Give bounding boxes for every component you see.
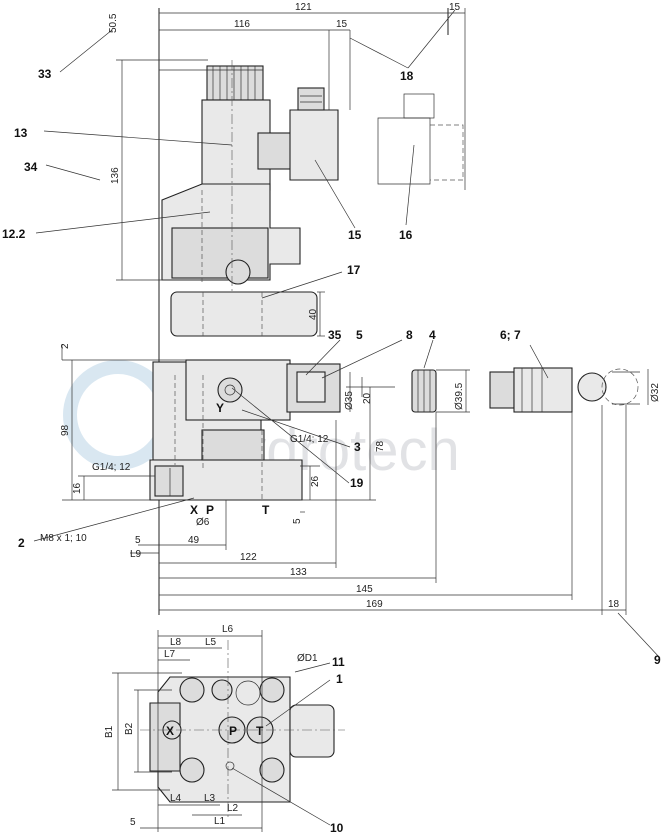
solenoid-assembly: [158, 8, 466, 615]
thread-g14-right: G1/4; 12: [290, 434, 329, 445]
dim-2: 2: [60, 343, 71, 349]
callout-1: 1: [336, 672, 343, 686]
plan-port-x-label: X: [166, 724, 174, 738]
callout-8: 8: [406, 328, 413, 342]
thread-g14-left: G1/4; 12: [92, 462, 131, 473]
callout-9: 9: [654, 653, 661, 667]
dim-15a: 15: [336, 19, 348, 30]
plan-port-p-label: P: [229, 724, 237, 738]
plan-port-t-label: T: [256, 724, 264, 738]
callout-13: 13: [14, 126, 28, 140]
dim-L5: L5: [205, 637, 217, 648]
callout-17: 17: [347, 263, 361, 277]
dim-L3: L3: [204, 793, 216, 804]
callout-6-7: 6; 7: [500, 328, 521, 342]
dim-49: 49: [188, 535, 200, 546]
dim-dia-D1: ØD1: [297, 653, 318, 664]
dim-5-plan: 5: [130, 817, 136, 828]
dim-L6: L6: [222, 624, 234, 635]
callout-18: 18: [400, 69, 414, 83]
callout-3: 3: [354, 440, 361, 454]
dim-L4: L4: [170, 793, 182, 804]
dim-5-vert: 5: [292, 518, 303, 524]
callout-5: 5: [356, 328, 363, 342]
dim-136: 136: [110, 167, 121, 184]
dim-B1: B1: [104, 725, 115, 738]
callout-34: 34: [24, 160, 38, 174]
callout-4: 4: [429, 328, 436, 342]
port-x-label: X: [190, 503, 198, 517]
dim-L8: L8: [170, 637, 182, 648]
callout-12-2: 12.2: [2, 227, 26, 241]
dim-50-5: 50.5: [108, 13, 119, 33]
callout-15: 15: [348, 228, 362, 242]
callout-2: 2: [18, 536, 25, 550]
callout-35: 35: [328, 328, 342, 342]
dim-116: 116: [234, 19, 250, 30]
dim-L2: L2: [227, 803, 239, 814]
dim-dia-35: Ø35: [344, 391, 355, 410]
port-p-label: P: [206, 503, 214, 517]
valve-body-side-view: [149, 359, 640, 501]
dim-169: 169: [366, 599, 383, 610]
dim-dia-39-5: Ø39.5: [454, 382, 465, 410]
leader-lines: [33, 9, 661, 826]
dim-L1: L1: [214, 816, 226, 827]
valve-plan-view: [140, 640, 345, 820]
dim-133: 133: [290, 567, 307, 578]
dim-B2: B2: [124, 722, 135, 735]
callout-11: 11: [332, 655, 345, 669]
dim-145: 145: [356, 584, 373, 595]
dim-98: 98: [60, 424, 71, 436]
dim-78: 78: [375, 440, 386, 452]
callout-33: 33: [38, 67, 52, 81]
callout-16: 16: [399, 228, 413, 242]
dim-dia-32: Ø32: [650, 383, 661, 402]
dim-26: 26: [310, 475, 321, 487]
dim-18: 18: [608, 599, 620, 610]
port-t-label: T: [262, 503, 270, 517]
dim-15b: 15: [449, 2, 461, 13]
dim-5-bottom: 5: [135, 535, 141, 546]
dimension-lines: [61, 12, 649, 615]
dim-20: 20: [362, 392, 373, 404]
port-y-label: Y: [216, 401, 224, 415]
dim-L9: L9: [130, 549, 142, 560]
dim-L7: L7: [164, 649, 176, 660]
callout-10: 10: [330, 821, 344, 835]
dim-dia-6: Ø6: [196, 517, 210, 528]
dim-122: 122: [240, 552, 257, 563]
callout-19: 19: [350, 476, 364, 490]
plan-dimension-lines: [112, 630, 263, 832]
dim-40: 40: [308, 308, 319, 320]
thread-m8: M8 x 1; 10: [40, 533, 87, 544]
dim-16: 16: [72, 482, 83, 494]
dim-121: 121: [295, 2, 312, 13]
